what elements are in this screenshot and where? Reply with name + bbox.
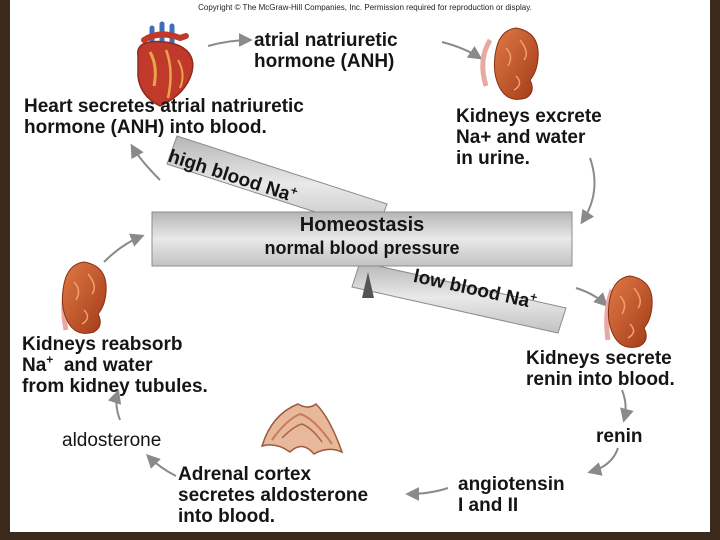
kidney-icon-bottom-right — [604, 275, 653, 348]
heart-secretes-line-2: hormone (ANH) into blood. — [24, 117, 267, 138]
kidneys-excrete-line-1: Kidneys excrete — [456, 106, 602, 127]
kidneys-excrete-line-3: in urine. — [456, 148, 530, 169]
arrow-anh-to-kidney — [441, 41, 483, 60]
kidneys-secrete-line-2: renin into blood. — [526, 369, 675, 390]
aldosterone-label: aldosterone — [62, 430, 162, 451]
arrow-angiotensin-to-adrenal — [405, 486, 449, 501]
anh-line-1: atrial natriuretic — [254, 30, 398, 51]
kidney-icon-left — [61, 261, 107, 334]
arrow-kidney-to-homeostasis — [580, 157, 596, 225]
heart-icon — [137, 21, 194, 107]
adrenal-cortex-label: Adrenal cortex secretes aldosterone into… — [178, 464, 368, 527]
homeostasis-bar — [151, 211, 573, 267]
angiotensin-label: angiotensin I and II — [458, 474, 565, 516]
kidneys-excrete-line-2: Na+ and water — [456, 127, 586, 148]
kidneys-secrete-label: Kidneys secrete renin into blood. — [526, 348, 675, 390]
arrow-high-to-heart — [130, 143, 161, 181]
heart-secretes-line-1: Heart secretes atrial natriuretic — [24, 96, 304, 117]
arrow-kidney-to-renin — [620, 389, 634, 423]
homeostasis-title: Homeostasis — [299, 214, 425, 236]
kidneys-reabsorb-line-1: Kidneys reabsorb — [22, 334, 183, 355]
kidneys-excrete-label: Kidneys excrete Na+ and water in urine. — [456, 106, 602, 169]
reabsorb-na: Na — [22, 355, 47, 376]
kidneys-reabsorb-label: Kidneys reabsorb Na+ and water from kidn… — [22, 334, 208, 397]
renin-label: renin — [596, 426, 643, 447]
diagram-canvas: Copyright © The McGraw-Hill Companies, I… — [10, 0, 710, 532]
anh-hormone-label: atrial natriuretic hormone (ANH) — [254, 30, 398, 72]
kidneys-reabsorb-line-2: Na+ and water — [22, 352, 208, 376]
adrenal-line-2: secretes aldosterone — [178, 485, 369, 506]
low-sodium-band — [351, 261, 567, 334]
angiotensin-line-2: I and II — [458, 495, 519, 516]
anh-line-2: hormone (ANH) — [254, 51, 395, 72]
arrow-renin-to-angiotensin — [587, 447, 619, 476]
arrow-kidneys-to-homeostasis — [103, 233, 145, 263]
arrow-aldosterone-to-kidneys — [107, 389, 122, 421]
reabsorb-na-sup: + — [46, 352, 54, 367]
kidney-icon-top-right — [480, 27, 539, 100]
heart-secretes-label: Heart secretes atrial natriuretic hormon… — [24, 96, 304, 138]
arrow-heart-to-anh — [207, 33, 253, 48]
homeostasis-subtitle: normal blood pressure — [264, 238, 460, 258]
kidneys-reabsorb-line-3: from kidney tubules. — [22, 376, 208, 397]
adrenal-gland-icon — [260, 403, 344, 455]
fulcrum-triangle — [362, 272, 374, 298]
arrow-adrenal-to-aldosterone — [146, 454, 177, 477]
angiotensin-line-1: angiotensin — [458, 474, 565, 495]
adrenal-line-3: into blood. — [178, 506, 276, 527]
reabsorb-water: and water — [53, 355, 153, 376]
diagram-graphics — [61, 21, 653, 501]
adrenal-line-1: Adrenal cortex — [178, 464, 312, 485]
kidneys-secrete-line-1: Kidneys secrete — [526, 348, 672, 369]
arrow-low-to-kidney — [575, 287, 608, 307]
copyright-notice: Copyright © The McGraw-Hill Companies, I… — [198, 3, 532, 12]
